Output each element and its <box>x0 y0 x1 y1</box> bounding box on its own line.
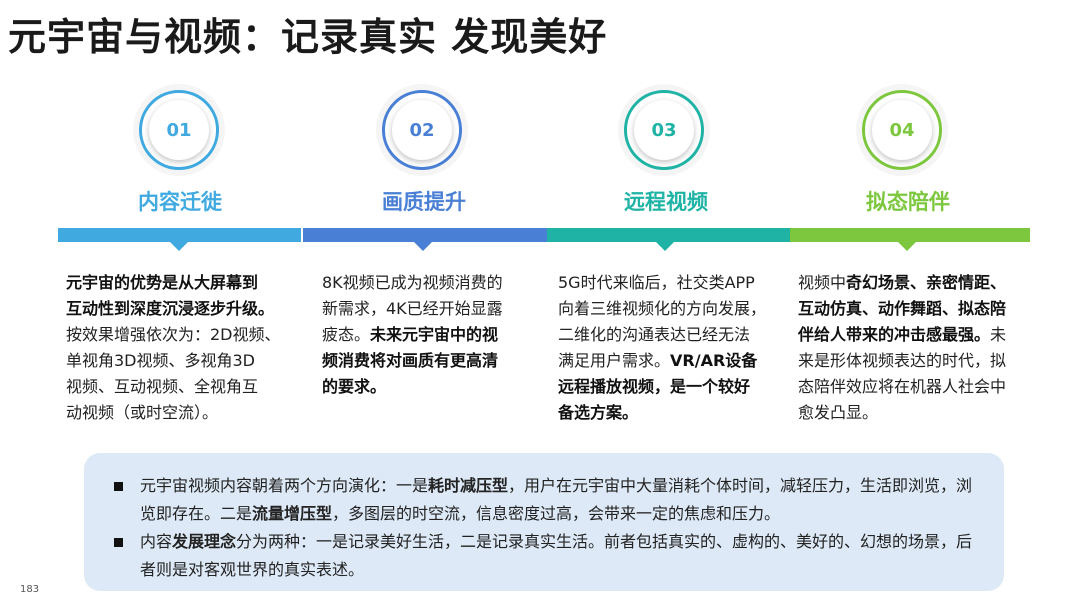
column-text-line: 满足用户需求。VR/AR设备 <box>558 348 783 374</box>
timeline-bar-03 <box>547 228 790 242</box>
column-text-line: 按效果增强依次为：2D视频、 <box>66 322 291 348</box>
text-run: 元宇宙视频内容朝着两个方向演化：一是 <box>140 476 429 495</box>
column-text-line: 互动仿真、动作舞蹈、拟态陪 <box>798 296 1023 322</box>
column-text-line: 远程播放视频，是一个较好 <box>558 374 783 400</box>
summary-bullet-2: 内容发展理念分为两种：一是记录美好生活，二是记录真实生活。前者包括真实的、虚构的… <box>114 528 974 584</box>
summary-bullet-text: 内容发展理念分为两种：一是记录美好生活，二是记录真实生活。前者包括真实的、虚构的… <box>114 528 974 584</box>
timeline-pointer-03 <box>656 242 674 251</box>
column-text-line: 备选方案。 <box>558 400 783 426</box>
text-run: 动视频（或时空流）。 <box>66 403 219 422</box>
timeline-bar-02 <box>303 228 547 242</box>
text-run: 分为两种：一是记录美好生活，二是记录真实生活。前者包括真实的、虚构的、美好的、幻… <box>140 532 973 579</box>
timeline-pointer-01 <box>170 242 188 251</box>
text-run: ，多图层的时空流，信息密度过高，会带来一定的焦虑和压力。 <box>332 504 781 523</box>
timeline-pointer-04 <box>898 242 916 251</box>
column-text-02: 8K视频已成为视频消费的新需求，4K已经开始显露疲态。未来元宇宙中的视频消费将对… <box>322 270 547 400</box>
text-run: VR/AR设备 <box>670 351 758 370</box>
text-run: 向着三维视频化的方向发展， <box>558 299 767 318</box>
text-run: 奇幻场景、亲密情距、 <box>846 273 1007 292</box>
step-number-02: 02 <box>392 100 452 160</box>
text-run: 流量增压型 <box>252 504 333 523</box>
bullet-square-icon <box>114 482 123 491</box>
bullet-square-icon <box>114 538 123 547</box>
column-text-line: 频消费将对画质有更高清 <box>322 348 547 374</box>
text-run: 的要求。 <box>322 377 387 396</box>
column-text-line: 新需求，4K已经开始显露 <box>322 296 547 322</box>
column-text-line: 视频、互动视频、全视角互 <box>66 374 291 400</box>
column-text-line: 单视角3D视频、多视角3D <box>66 348 291 374</box>
timeline-pointer-02 <box>414 242 432 251</box>
page-title: 元宇宙与视频：记录真实 发现美好 <box>8 15 608 59</box>
column-text-line: 的要求。 <box>322 374 547 400</box>
text-run: 互动性到深度沉浸逐步升级。 <box>66 299 275 318</box>
column-text-line: 伴给人带来的冲击感最强。未 <box>798 322 1023 348</box>
column-text-line: 态陪伴效应将在机器人社会中 <box>798 374 1023 400</box>
column-heading-04: 拟态陪伴 <box>866 190 950 214</box>
text-run: 5G时代来临后，社交类APP <box>558 273 755 292</box>
column-text-01: 元宇宙的优势是从大屏幕到互动性到深度沉浸逐步升级。按效果增强依次为：2D视频、单… <box>66 270 291 426</box>
text-run: 二维化的沟通表达已经无法 <box>558 325 751 344</box>
text-run: 满足用户需求。 <box>558 351 671 370</box>
text-run: 视频中 <box>798 273 847 292</box>
text-run: ，用户在元宇宙中大量消耗个体时间，减轻压力，生活即浏览，浏览即存在。二是 <box>140 476 973 523</box>
step-circle-03: 03 <box>624 90 704 170</box>
text-run: 发展理念 <box>172 532 237 551</box>
column-text-line: 元宇宙的优势是从大屏幕到 <box>66 270 291 296</box>
column-heading-02: 画质提升 <box>382 190 466 214</box>
text-run: 疲态。 <box>322 325 371 344</box>
page-number: 183 <box>20 584 40 595</box>
text-run: 伴给人带来的冲击感最强。 <box>798 325 991 344</box>
text-run: 内容 <box>140 532 173 551</box>
text-run: 远程播放视频，是一个较好 <box>558 377 751 396</box>
column-text-line: 5G时代来临后，社交类APP <box>558 270 783 296</box>
text-run: 单视角3D视频、多视角3D <box>66 351 256 370</box>
column-heading-01: 内容迁徙 <box>138 190 222 214</box>
text-run: 耗时减压型 <box>428 476 509 495</box>
summary-bullet-1: 元宇宙视频内容朝着两个方向演化：一是耗时减压型，用户在元宇宙中大量消耗个体时间，… <box>114 472 974 528</box>
text-run: 备选方案。 <box>558 403 639 422</box>
column-heading-03: 远程视频 <box>624 190 708 214</box>
column-text-line: 互动性到深度沉浸逐步升级。 <box>66 296 291 322</box>
column-text-04: 视频中奇幻场景、亲密情距、互动仿真、动作舞蹈、拟态陪伴给人带来的冲击感最强。未来… <box>798 270 1023 426</box>
column-text-line: 来是形体视频表达的时代，拟 <box>798 348 1023 374</box>
text-run: 新需求，4K已经开始显露 <box>322 299 503 318</box>
column-text-line: 动视频（或时空流）。 <box>66 400 291 426</box>
text-run: 频消费将对画质有更高清 <box>322 351 499 370</box>
step-circle-01: 01 <box>139 90 219 170</box>
text-run: 按效果增强依次为：2D视频、 <box>66 325 281 344</box>
text-run: 未来元宇宙中的视 <box>370 325 499 344</box>
step-number-03: 03 <box>634 100 694 160</box>
text-run: 互动仿真、动作舞蹈、拟态陪 <box>798 299 1007 318</box>
text-run: 愈发凸显。 <box>798 403 879 422</box>
text-run: 态陪伴效应将在机器人社会中 <box>798 377 1007 396</box>
column-text-line: 疲态。未来元宇宙中的视 <box>322 322 547 348</box>
step-circle-02: 02 <box>382 90 462 170</box>
step-number-04: 04 <box>872 100 932 160</box>
text-run: 8K视频已成为视频消费的 <box>322 273 503 292</box>
column-text-line: 二维化的沟通表达已经无法 <box>558 322 783 348</box>
summary-bullet-text: 元宇宙视频内容朝着两个方向演化：一是耗时减压型，用户在元宇宙中大量消耗个体时间，… <box>114 472 974 528</box>
text-run: 元宇宙的优势是从大屏幕到 <box>66 273 259 292</box>
column-text-line: 视频中奇幻场景、亲密情距、 <box>798 270 1023 296</box>
column-text-line: 向着三维视频化的方向发展， <box>558 296 783 322</box>
column-text-line: 8K视频已成为视频消费的 <box>322 270 547 296</box>
timeline-bar-04 <box>790 228 1030 242</box>
summary-box <box>84 453 1004 591</box>
column-text-line: 愈发凸显。 <box>798 400 1023 426</box>
timeline-bar-01 <box>58 228 301 242</box>
step-circle-04: 04 <box>862 90 942 170</box>
text-run: 视频、互动视频、全视角互 <box>66 377 259 396</box>
text-run: 来是形体视频表达的时代，拟 <box>798 351 1007 370</box>
text-run: 未 <box>990 325 1007 344</box>
step-number-01: 01 <box>149 100 209 160</box>
